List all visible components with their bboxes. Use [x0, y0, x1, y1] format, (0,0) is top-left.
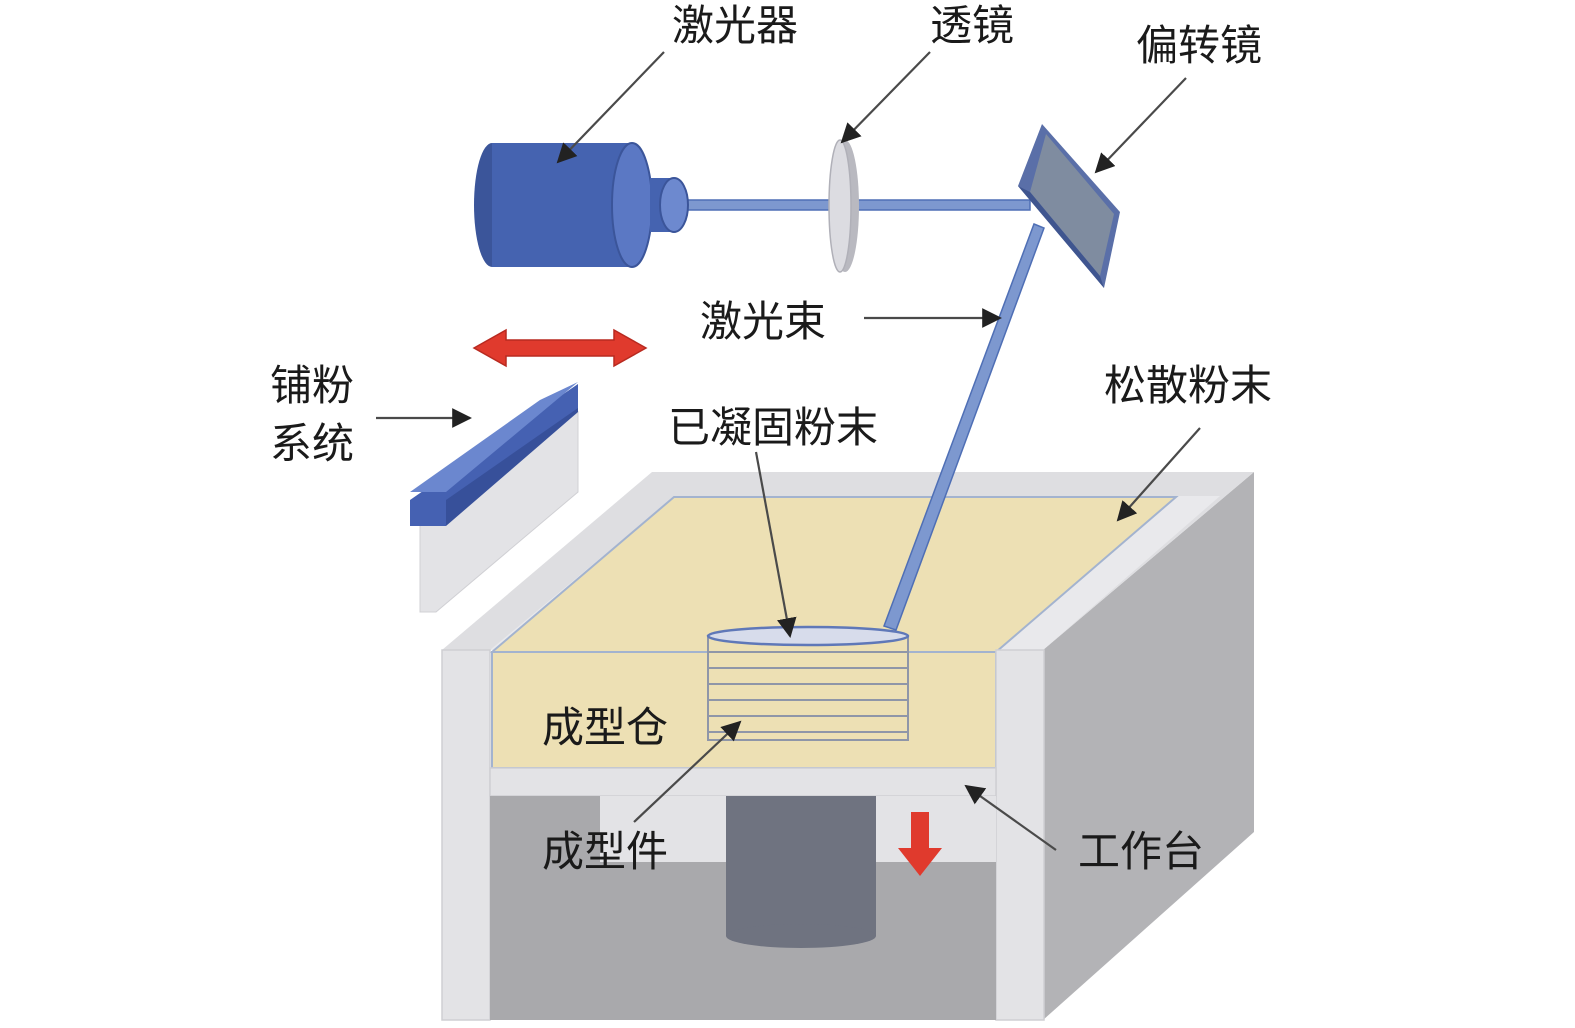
recoater	[410, 382, 579, 613]
double-arrow	[472, 328, 648, 368]
recoater-top	[410, 382, 578, 492]
label-spreader-2: 系统	[270, 419, 354, 468]
beam-diagonal	[883, 223, 1045, 631]
lens	[828, 139, 859, 273]
leader-laser	[556, 51, 665, 164]
frame-left-pillar	[441, 649, 491, 1021]
platform-bar	[489, 767, 997, 797]
recoater-front	[410, 384, 578, 526]
label-solidified-powder: 已凝固粉末	[668, 403, 878, 452]
labels: 激光器 透镜 偏转镜 激光束 铺粉 系统 松散粉末 已凝固粉末 成型仓 成型件 …	[270, 1, 1272, 876]
down-arrow	[898, 812, 942, 876]
label-deflector: 偏转镜	[1136, 21, 1262, 70]
leader-loose-powder	[1116, 427, 1201, 522]
piston	[726, 796, 876, 948]
leader-part	[633, 720, 742, 823]
label-part: 成型件	[542, 827, 668, 876]
leader-platform	[964, 784, 1057, 851]
label-beam: 激光束	[700, 297, 826, 346]
leaders	[376, 51, 1201, 851]
label-loose-powder: 松散粉末	[1104, 361, 1272, 410]
label-laser: 激光器	[672, 1, 798, 50]
frame-right-side	[1043, 472, 1254, 1020]
leader-solidified	[754, 451, 797, 638]
leader-deflector	[1094, 77, 1187, 174]
label-platform: 工作台	[1078, 827, 1204, 876]
leader-lens	[840, 51, 931, 144]
machine-frame	[441, 472, 1254, 1021]
deflector-mirror	[1018, 124, 1120, 288]
label-lens: 透镜	[930, 1, 1014, 50]
label-build-chamber: 成型仓	[542, 703, 668, 752]
recoater-side	[446, 408, 578, 526]
label-spreader-1: 铺粉	[270, 361, 354, 410]
lower-cavity-left	[490, 796, 600, 1020]
laser-source	[474, 142, 689, 268]
part-top	[706, 625, 910, 647]
